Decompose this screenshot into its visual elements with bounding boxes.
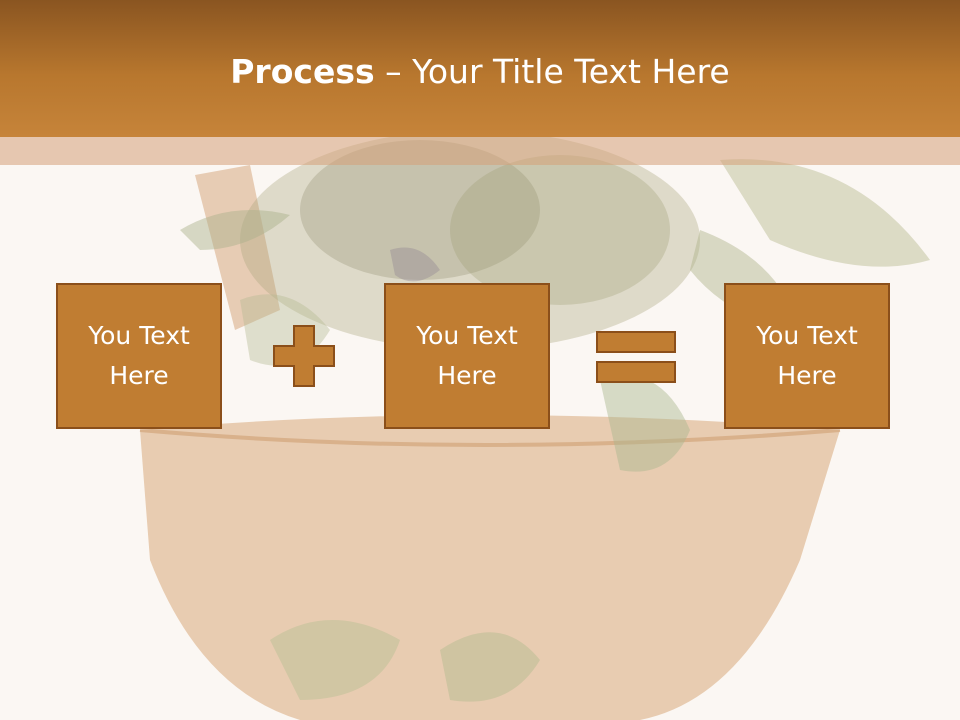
process-box-2: You Text Here xyxy=(384,283,550,429)
title-bar xyxy=(0,0,960,137)
title-rest: Your Title Text Here xyxy=(412,52,730,91)
title-bold-part: Process xyxy=(230,52,375,91)
process-box-3: You Text Here xyxy=(724,283,890,429)
process-box-1-text: You Text Here xyxy=(88,321,190,390)
header-accent-strip xyxy=(0,137,960,165)
process-box-2-text: You Text Here xyxy=(416,321,518,390)
equals-icon xyxy=(596,331,676,383)
plus-icon xyxy=(273,325,335,387)
title-separator: – xyxy=(374,52,413,91)
process-box-1: You Text Here xyxy=(56,283,222,429)
slide-title: Process – Your Title Text Here xyxy=(0,52,960,91)
process-box-3-text: You Text Here xyxy=(756,321,858,390)
